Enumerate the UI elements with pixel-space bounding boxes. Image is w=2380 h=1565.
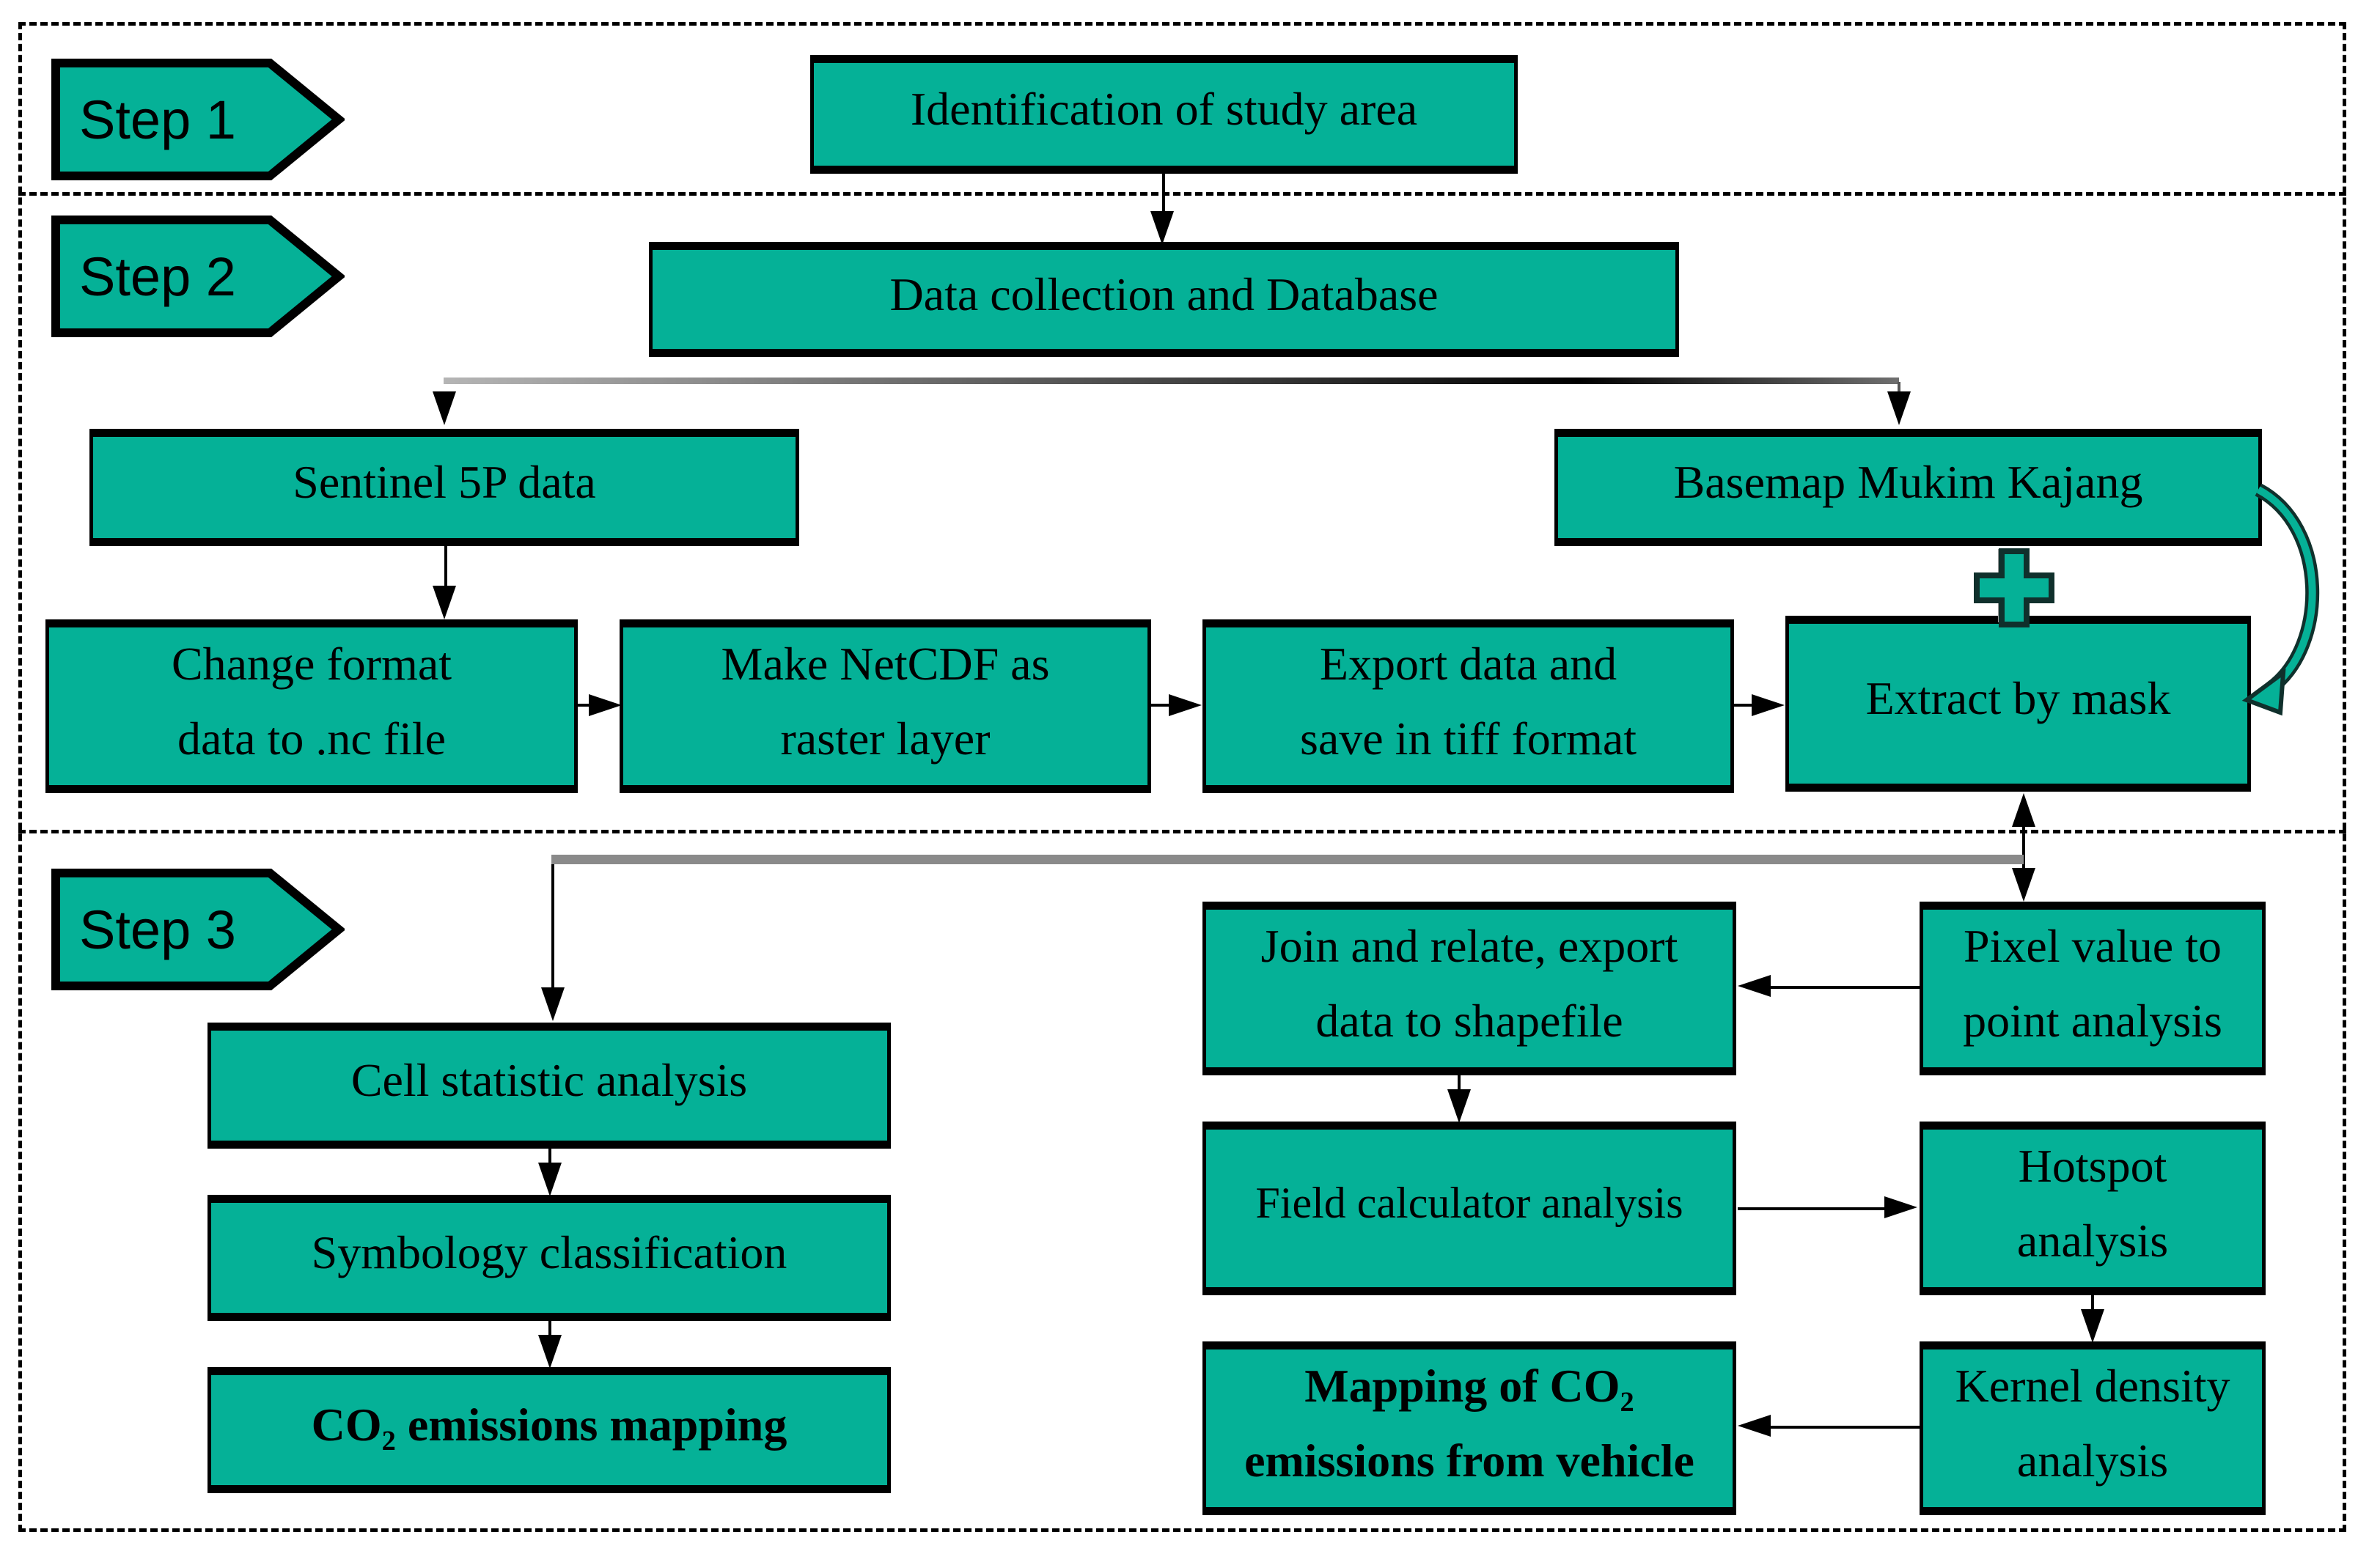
node-mapping-co2-emissions-vehicle: Mapping of CO₂ emissions from vehicle	[1202, 1341, 1736, 1515]
arrowhead-down-icon	[538, 1335, 562, 1369]
arrowhead-right-icon	[1752, 694, 1785, 716]
step-3-label: Step 3	[79, 899, 236, 960]
node-label: Basemap Mukim Kajang	[1673, 456, 2143, 509]
section-separator-step1-step2	[18, 192, 2346, 196]
node-identification-of-study-area: Identification of study area	[810, 55, 1518, 174]
connector-branch-right-stub	[1898, 382, 1900, 398]
chevron-shape-icon	[51, 869, 345, 990]
node-field-calculator-analysis: Field calculator analysis	[1202, 1122, 1736, 1295]
outer-dashed-frame	[18, 22, 2346, 1532]
node-label: Kernel density	[1955, 1360, 2230, 1413]
connector-kernel-to-mapping	[1770, 1426, 1920, 1429]
node-data-collection-and-database: Data collection and Database	[649, 242, 1679, 357]
node-label: raster layer	[780, 712, 991, 765]
arrowhead-down-icon	[541, 987, 565, 1021]
connector-sentinel-to-changeformat	[444, 546, 447, 588]
connector-changeformat-to-netcdf	[576, 704, 591, 707]
connector-cellstatistic-to-symbology	[548, 1149, 551, 1167]
node-label: CO₂ emissions mapping	[311, 1399, 787, 1451]
node-basemap-mukim-kajang: Basemap Mukim Kajang	[1554, 429, 2262, 546]
node-label: Sentinel 5P data	[293, 456, 596, 509]
curved-arrow-icon	[2241, 483, 2320, 716]
node-label: Cell statistic analysis	[350, 1054, 748, 1107]
node-make-netcdf-raster-layer: Make NetCDF as raster layer	[620, 619, 1151, 793]
step-2-chevron: Step 2	[51, 214, 345, 339]
node-extract-by-mask: Extract by mask	[1785, 616, 2251, 792]
arrowhead-left-icon	[1738, 1415, 1771, 1437]
node-join-relate-export-shapefile: Join and relate, export data to shapefil…	[1202, 902, 1736, 1075]
chevron-shape-icon	[51, 216, 345, 337]
connector-branch-line	[444, 378, 1899, 384]
node-label: Mapping of CO₂	[1304, 1360, 1634, 1413]
connector-export-to-extract	[1733, 704, 1753, 707]
arrowhead-down-icon	[433, 391, 456, 425]
arrowhead-right-icon	[589, 694, 622, 716]
node-co2-emissions-mapping: CO₂ emissions mapping	[207, 1367, 891, 1493]
node-label: Extract by mask	[1865, 672, 2171, 725]
arrowhead-down-icon	[433, 586, 456, 619]
node-label: emissions from vehicle	[1244, 1434, 1694, 1487]
connector-grayline-to-cellstatistic	[551, 864, 554, 990]
node-label: data to shapefile	[1315, 994, 1623, 1047]
step-2-label: Step 2	[79, 246, 236, 307]
node-change-format-data-nc-file: Change format data to .nc file	[45, 619, 578, 793]
section-separator-step2-step3	[18, 830, 2346, 833]
step-1-chevron: Step 1	[51, 57, 345, 182]
node-label: Export data and	[1319, 638, 1617, 691]
node-label: Field calculator analysis	[1255, 1179, 1683, 1228]
step-1-label: Step 1	[79, 89, 236, 150]
connector-extract-to-pixel	[2022, 825, 2025, 870]
node-label: Change format	[171, 638, 452, 691]
plus-icon	[1974, 548, 2054, 627]
arrowhead-down-icon	[2012, 868, 2035, 902]
connector-hotspot-to-kernel	[2091, 1295, 2094, 1313]
arrowhead-left-icon	[1738, 975, 1771, 997]
node-label: Pixel value to	[1964, 920, 2222, 973]
step-3-chevron: Step 3	[51, 867, 345, 992]
node-label: Symbology classification	[311, 1226, 787, 1279]
node-kernel-density-analysis: Kernel density analysis	[1920, 1341, 2266, 1515]
node-pixel-value-point-analysis: Pixel value to point analysis	[1920, 902, 2266, 1075]
node-sentinel-5p-data: Sentinel 5P data	[89, 429, 799, 546]
connector-join-to-fieldcalculator	[1458, 1075, 1461, 1093]
connector-symbology-to-co2mapping	[548, 1321, 551, 1338]
node-symbology-classification: Symbology classification	[207, 1195, 891, 1321]
arrowhead-up-icon	[2012, 793, 2035, 827]
node-label: Identification of study area	[910, 83, 1418, 136]
node-export-data-tiff-format: Export data and save in tiff format	[1202, 619, 1734, 793]
arrowhead-right-icon	[1884, 1196, 1917, 1218]
node-label: Join and relate, export	[1260, 920, 1678, 973]
connector-identification-to-datacollection	[1162, 174, 1165, 214]
connector-step3-gray-line	[551, 855, 2024, 864]
node-label: Data collection and Database	[889, 268, 1439, 320]
arrowhead-down-icon	[1447, 1089, 1471, 1123]
node-label: save in tiff format	[1299, 712, 1637, 765]
arrowhead-down-icon	[1150, 211, 1174, 245]
node-label: analysis	[2016, 1214, 2169, 1267]
node-label: analysis	[2016, 1434, 2169, 1487]
arrowhead-down-icon	[538, 1163, 562, 1196]
node-label: Make NetCDF as	[721, 638, 1050, 691]
node-cell-statistic-analysis: Cell statistic analysis	[207, 1023, 891, 1149]
connector-netcdf-to-export	[1150, 704, 1170, 707]
connector-fieldcalculator-to-hotspot	[1738, 1207, 1886, 1210]
node-label: point analysis	[1963, 994, 2222, 1047]
node-label: Hotspot	[2018, 1140, 2167, 1193]
chevron-shape-icon	[51, 59, 345, 180]
connector-pixel-to-join	[1770, 986, 1920, 989]
arrowhead-right-icon	[1169, 694, 1202, 716]
node-hotspot-analysis: Hotspot analysis	[1920, 1122, 2266, 1295]
arrowhead-down-icon	[1887, 391, 1911, 425]
arrowhead-down-icon	[2081, 1309, 2104, 1343]
node-label: data to .nc file	[177, 712, 447, 765]
